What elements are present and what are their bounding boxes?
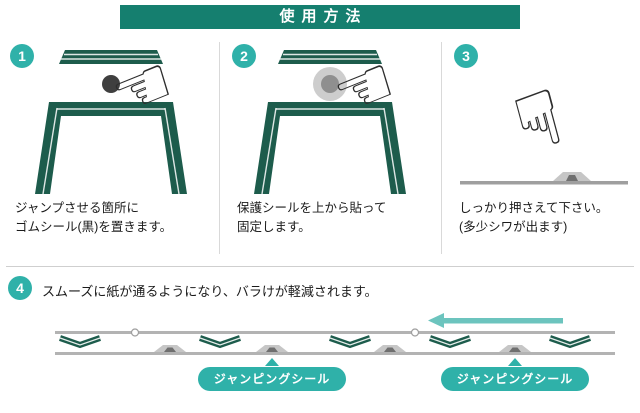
- step-2-panel: 2 ☜ 保護シールを上から貼って 固定します。: [230, 38, 430, 263]
- press-seal-drawing: [459, 172, 628, 185]
- bottom-rail: [55, 352, 615, 355]
- paper-guide-frame: [254, 102, 406, 194]
- step-4-row: 4 スムーズに紙が通るようになり、バラけが軽減されます。: [8, 276, 632, 302]
- step-3-number-badge: 3: [454, 44, 478, 68]
- caption-line: 保護シールを上から貼って: [237, 201, 387, 215]
- caption-line: しっかり押さえて下さい。: [459, 201, 609, 215]
- callout-pointer-triangle: [508, 358, 522, 366]
- paper-guide-drawing: [35, 50, 187, 195]
- panel-divider: [441, 42, 442, 254]
- jumping-seal-callout-2: ジャンピングシール: [440, 358, 590, 391]
- caption-line: 固定します。: [237, 220, 311, 235]
- caption-line: ジャンプさせる箇所に: [15, 201, 140, 215]
- paper-direction-left-arrow-icon: [428, 313, 563, 328]
- step-3-panel: 3 ☟ しっかり押さえて下さい。 (多少シワが出ます): [452, 38, 635, 263]
- guide-surface-line: [459, 181, 628, 185]
- step-2-number-badge: 2: [232, 44, 256, 68]
- jumping-seal-label-1: ジャンピングシール: [197, 367, 347, 391]
- step-3-caption: しっかり押さえて下さい。 (多少シワが出ます): [459, 199, 608, 238]
- top-guide-bar: [59, 50, 163, 64]
- step-1-number-badge: 1: [10, 44, 34, 68]
- caption-line: (多少シワが出ます): [459, 220, 568, 235]
- jumping-seal-label-2: ジャンピングシール: [440, 367, 590, 391]
- step-3-illustration: ☟: [452, 38, 635, 198]
- jumping-seal-bumps: [154, 345, 531, 352]
- step-1-panel: 1 ☜ ジャンプさせる箇所に ゴムシール(黒)を置きます。: [8, 38, 214, 263]
- jumping-seal-core: [565, 175, 578, 181]
- step-4-number-badge: 4: [8, 276, 32, 300]
- step-1-illustration: ☜: [8, 38, 214, 198]
- section-divider: [6, 266, 634, 267]
- step-1-caption: ジャンプさせる箇所に ゴムシール(黒)を置きます。: [15, 199, 172, 238]
- panel-divider: [219, 42, 220, 254]
- paper-path-cross-section: [55, 328, 615, 355]
- protective-seal-inner: [321, 75, 339, 93]
- callout-pointer-triangle: [265, 358, 279, 366]
- top-guide-bar: [278, 50, 382, 64]
- paper-guide-frame: [35, 102, 187, 194]
- page-title: 使用方法: [120, 5, 520, 29]
- step-2-illustration: ☜: [230, 38, 430, 198]
- step-2-caption: 保護シールを上から貼って 固定します。: [237, 199, 386, 238]
- paper-guide-drawing: [254, 50, 406, 195]
- top-rail: [55, 331, 615, 334]
- caption-line: ゴムシール(黒)を置きます。: [15, 220, 173, 235]
- jumping-seal-callout-1: ジャンピングシール: [197, 358, 347, 391]
- guide-ribs: [59, 335, 591, 349]
- step-4-caption: スムーズに紙が通るようになり、バラけが軽減されます。: [42, 284, 378, 299]
- roller-notches: [130, 328, 420, 337]
- rubber-seal-dot: [102, 75, 120, 93]
- paper-path-diagram: ジャンピングシール ジャンピングシール: [0, 305, 640, 410]
